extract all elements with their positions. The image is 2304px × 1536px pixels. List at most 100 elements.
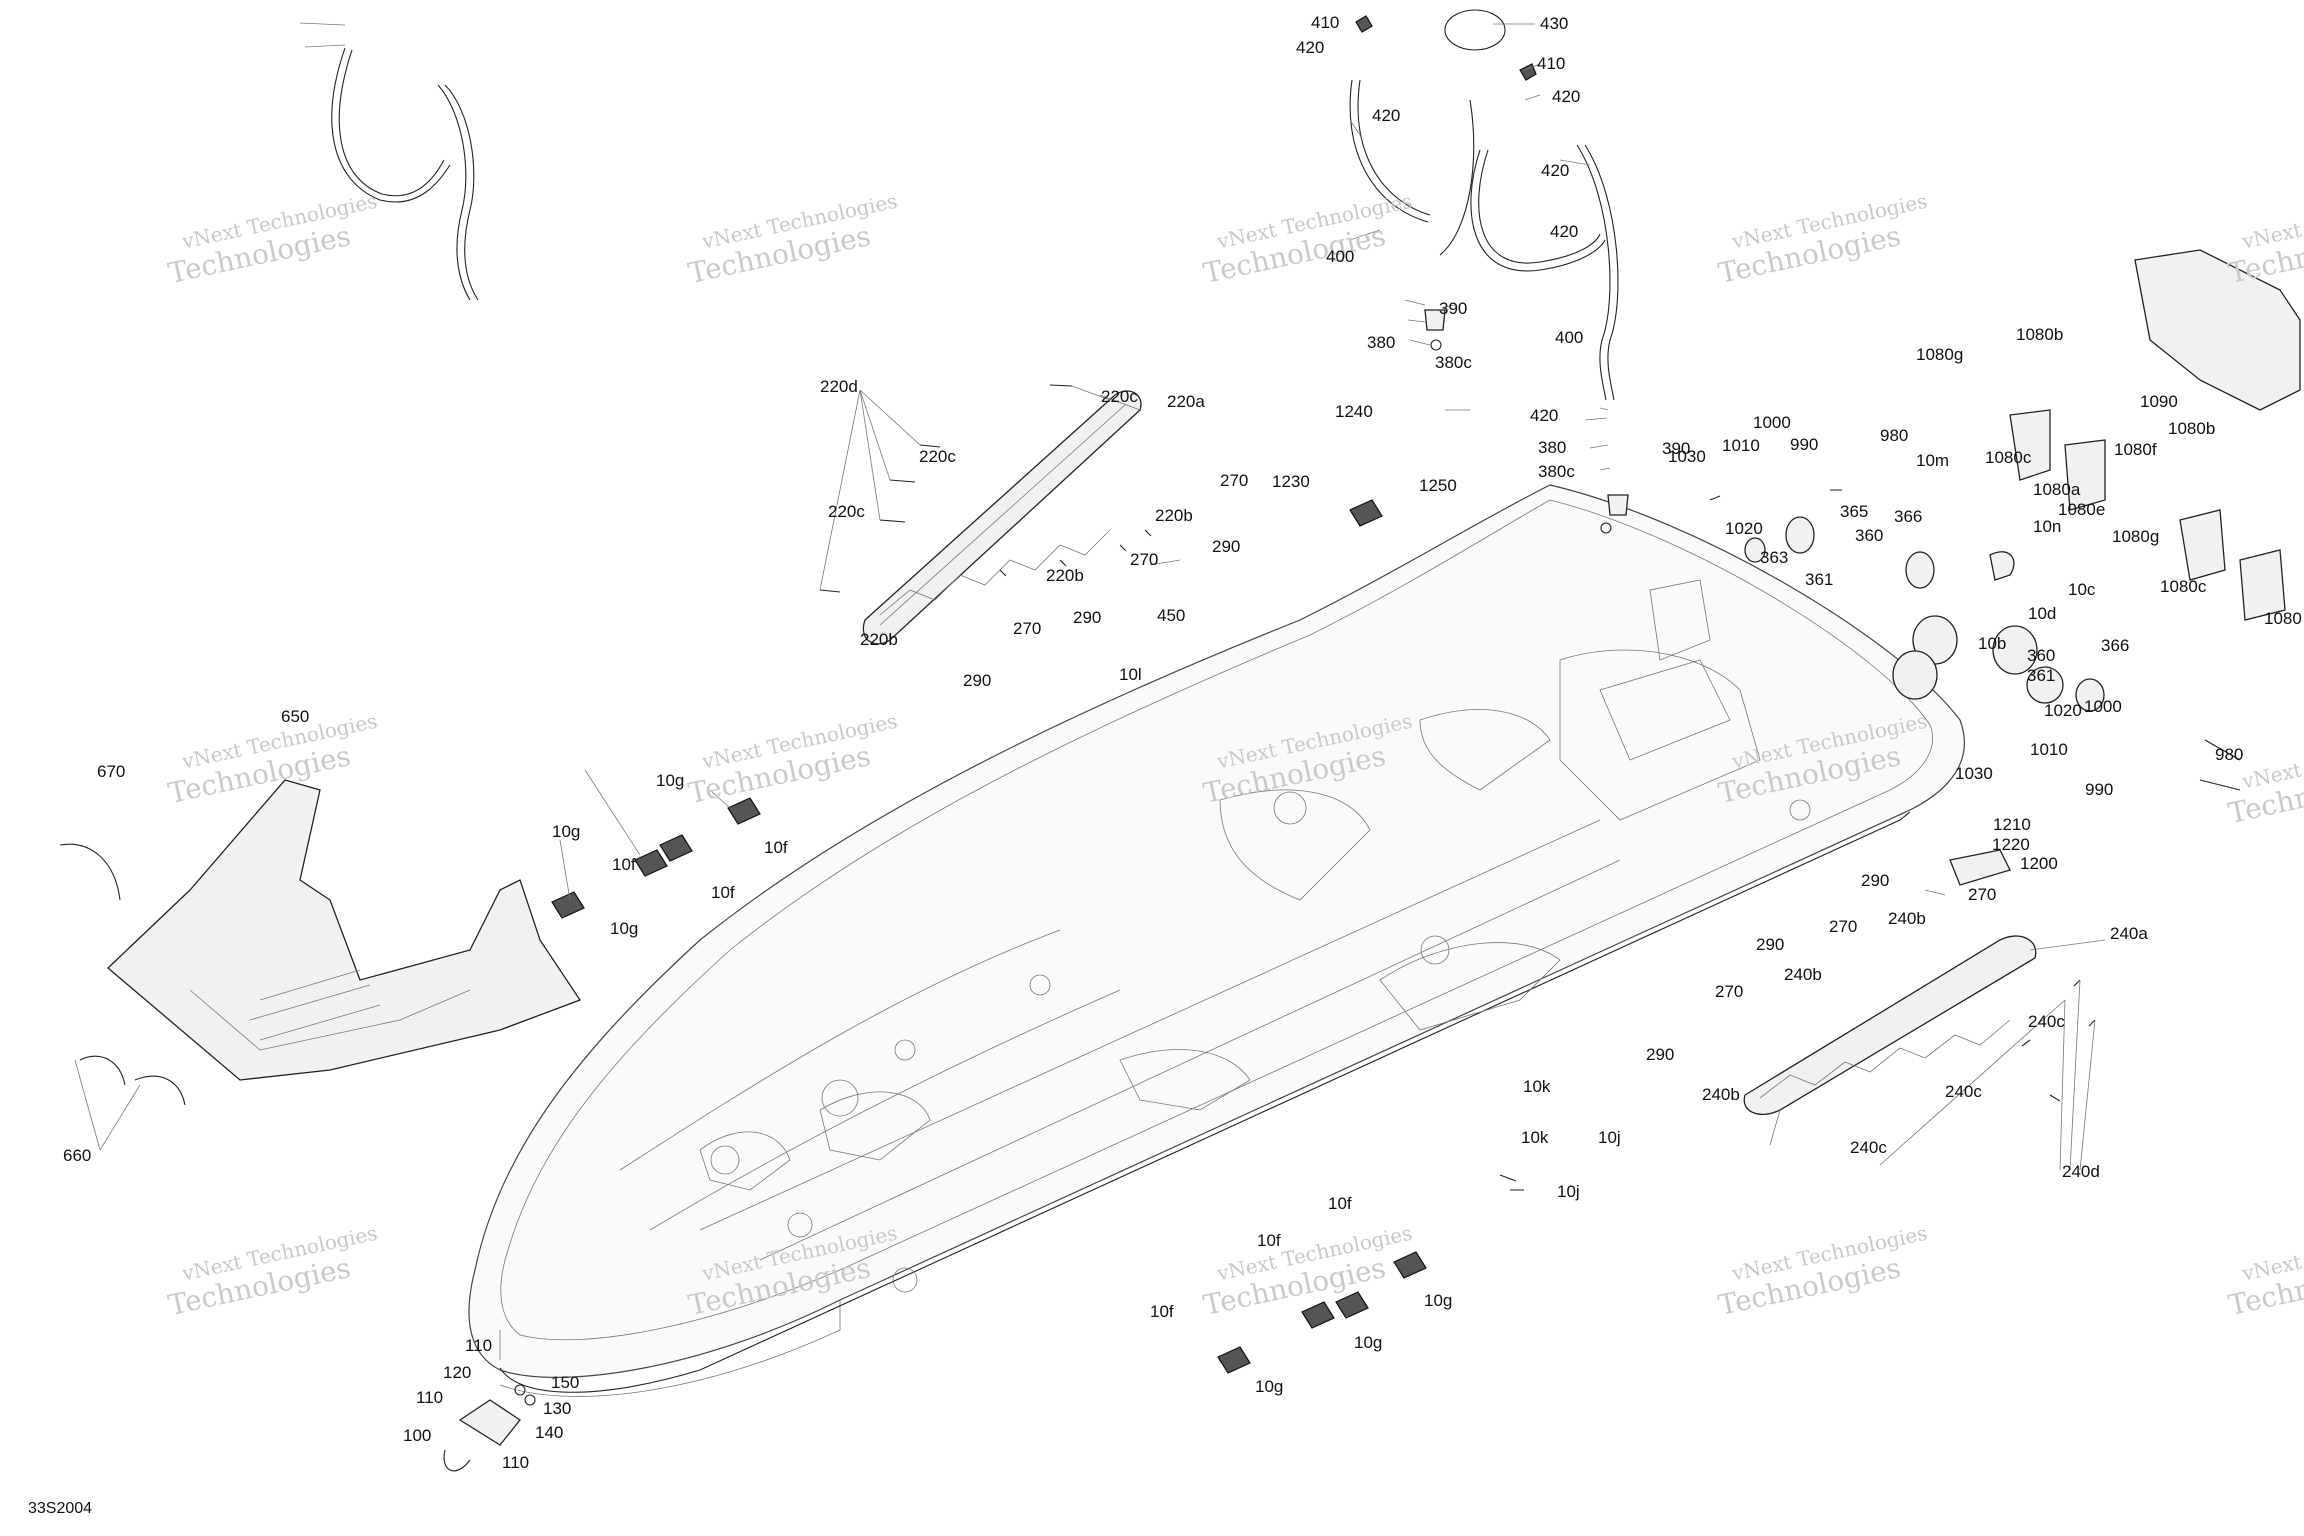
clip-parts-drawing xyxy=(551,499,1524,1374)
part-label: 290 xyxy=(1861,871,1890,890)
part-label: 990 xyxy=(1790,435,1819,454)
part-label: 240c xyxy=(1850,1138,1887,1157)
part-label: 380 xyxy=(1538,438,1567,457)
part-label: 1080 xyxy=(2264,609,2302,628)
part-label: 366 xyxy=(1894,507,1923,526)
part-label: 980 xyxy=(1880,426,1909,445)
part-label: 670 xyxy=(97,762,126,781)
part-label: 240d xyxy=(2062,1162,2100,1181)
part-label: 1010 xyxy=(1722,436,1760,455)
drain-plug-drawing xyxy=(443,1384,536,1472)
part-label: 1030 xyxy=(1955,764,1993,783)
part-label: 10g xyxy=(1255,1377,1284,1396)
part-label: 10k xyxy=(1521,1128,1549,1147)
part-label: 1250 xyxy=(1419,476,1457,495)
part-label: 380 xyxy=(1367,333,1396,352)
part-label: 420 xyxy=(1550,222,1579,241)
part-label: 1090 xyxy=(2140,392,2178,411)
part-label: 100 xyxy=(403,1426,432,1445)
part-label: 10f xyxy=(1150,1302,1174,1321)
part-label: 400 xyxy=(1326,247,1355,266)
part-label: 420 xyxy=(1530,406,1559,425)
part-label: 110 xyxy=(416,1388,444,1407)
part-label: 270 xyxy=(1013,619,1042,638)
part-label: 1080c xyxy=(1985,448,2032,467)
part-label: 220c xyxy=(828,502,865,521)
part-label: 380c xyxy=(1435,353,1472,372)
reboarding-step-drawing xyxy=(59,779,581,1106)
foot-rail-240-drawing xyxy=(1743,935,2096,1115)
part-label: 361 xyxy=(1805,570,1834,589)
part-label: 270 xyxy=(1968,885,1997,904)
part-label: 1200 xyxy=(2020,854,2058,873)
part-label: 990 xyxy=(2085,780,2114,799)
part-label: 420 xyxy=(1372,106,1401,125)
part-label: 363 xyxy=(1760,548,1789,567)
part-label: 1080c xyxy=(2160,577,2207,596)
part-label: 1000 xyxy=(1753,413,1791,432)
part-label: 10c xyxy=(2068,580,2096,599)
part-label: 270 xyxy=(1715,982,1744,1001)
part-label: 10m xyxy=(1916,451,1950,470)
part-label: 420 xyxy=(1552,87,1581,106)
part-label: 1230 xyxy=(1272,472,1310,491)
part-label: 660 xyxy=(63,1146,92,1165)
part-label: 10l xyxy=(1119,665,1142,684)
part-label: 1220 xyxy=(1992,835,2030,854)
part-label: 270 xyxy=(1130,550,1159,569)
leader-lines xyxy=(74,22,2106,1171)
part-label: 10k xyxy=(1523,1077,1551,1096)
part-label: 1020 xyxy=(2044,701,2082,720)
part-label: 10f xyxy=(612,855,636,874)
diagram-reference-code: 33S2004 xyxy=(28,1500,93,1517)
part-label: 1080f xyxy=(2114,440,2157,459)
hull-drawing xyxy=(468,484,1965,1397)
part-label: 130 xyxy=(543,1399,572,1418)
part-label: 290 xyxy=(1212,537,1241,556)
part-label: 1210 xyxy=(1993,815,2031,834)
part-label: 290 xyxy=(1646,1045,1675,1064)
part-label: 1080e xyxy=(2058,500,2106,519)
part-label: 410 xyxy=(1537,54,1566,73)
part-label: 240b xyxy=(1702,1085,1740,1104)
part-label: 1080g xyxy=(2112,527,2160,546)
hose-assembly-drawing xyxy=(331,9,1629,534)
part-label: 361 xyxy=(2027,666,2056,685)
part-label: 360 xyxy=(2027,646,2056,665)
part-label: 10g xyxy=(610,919,639,938)
part-label: 150 xyxy=(551,1373,580,1392)
part-label: 1030 xyxy=(1668,447,1706,466)
part-label: 10b xyxy=(1978,634,2007,653)
part-label: 220b xyxy=(1046,566,1084,585)
part-label: 10f xyxy=(764,838,788,857)
part-label: 650 xyxy=(281,707,310,726)
part-label: 450 xyxy=(1157,606,1186,625)
part-label: 1000 xyxy=(2084,697,2122,716)
part-label: 220b xyxy=(1155,506,1193,525)
part-label: 240c xyxy=(1945,1082,1982,1101)
part-label: 1080b xyxy=(2016,325,2064,344)
part-label: 1080a xyxy=(2033,480,2081,499)
part-label: 10f xyxy=(1257,1231,1281,1250)
part-label: 10f xyxy=(1328,1194,1352,1213)
part-label: 220c xyxy=(1101,387,1138,406)
part-label: 400 xyxy=(1555,328,1584,347)
part-label: 270 xyxy=(1829,917,1858,936)
part-label: 10g xyxy=(1424,1291,1453,1310)
part-label: 290 xyxy=(1073,608,1102,627)
part-label: 240c xyxy=(2028,1012,2065,1031)
part-label: 10f xyxy=(711,883,735,902)
part-label: 10g xyxy=(656,771,685,790)
part-label: 110 xyxy=(465,1336,493,1355)
part-label: 220b xyxy=(860,630,898,649)
part-label: 110 xyxy=(502,1453,530,1472)
part-label: 420 xyxy=(1296,38,1325,57)
part-label: 240b xyxy=(1888,909,1926,928)
right-components-drawing xyxy=(1709,249,2301,886)
part-label: 360 xyxy=(1855,526,1884,545)
part-label: 380c xyxy=(1538,462,1575,481)
part-label: 365 xyxy=(1840,502,1869,521)
part-label: 390 xyxy=(1439,299,1468,318)
part-label: 140 xyxy=(535,1423,564,1442)
